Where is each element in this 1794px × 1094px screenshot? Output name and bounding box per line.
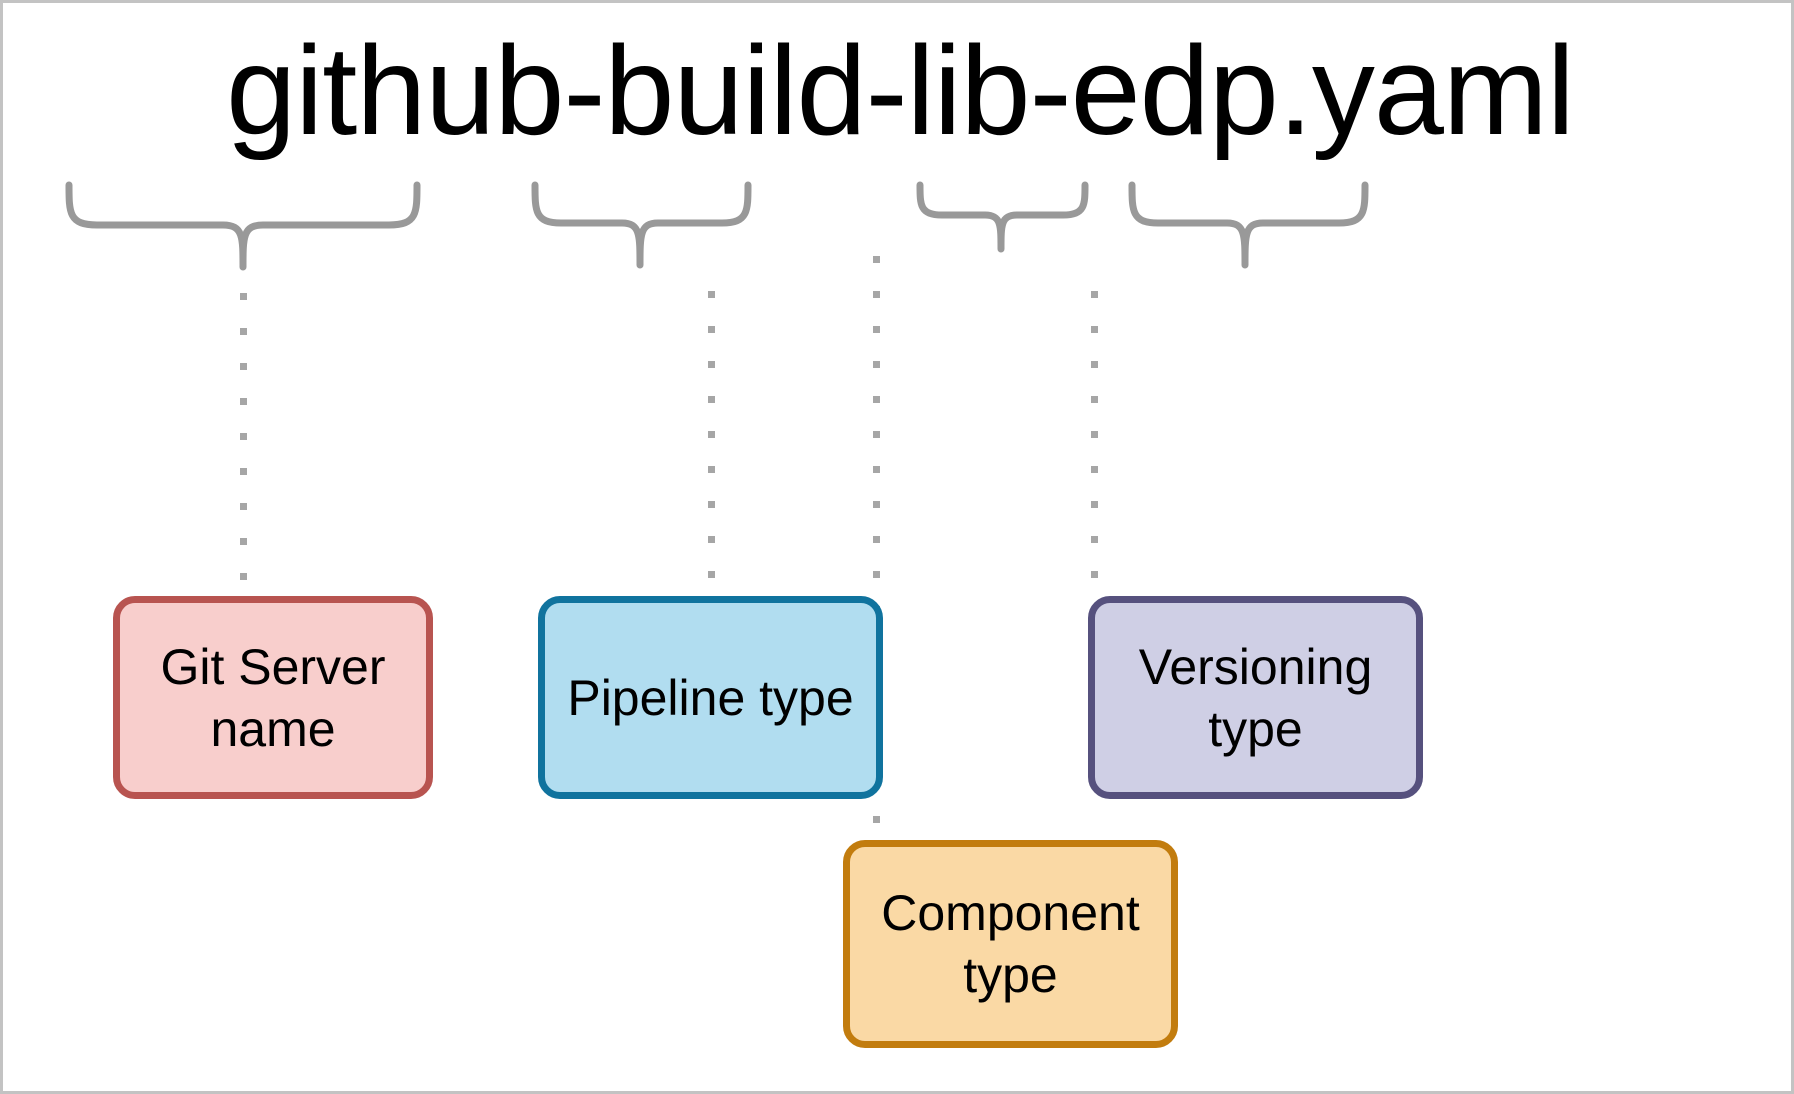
node-component-type[interactable]: Component type bbox=[843, 840, 1178, 1048]
page-title: github-build-lib-edp.yaml bbox=[226, 20, 1575, 161]
connector-git-server bbox=[240, 293, 247, 593]
brace-component bbox=[915, 181, 1095, 261]
brace-git-server bbox=[63, 181, 423, 271]
connector-pipeline bbox=[708, 291, 715, 593]
brace-versioning bbox=[1127, 181, 1375, 271]
node-git-server-name-label: Git Server name bbox=[160, 638, 386, 757]
node-pipeline-type[interactable]: Pipeline type bbox=[538, 596, 883, 799]
node-versioning-type-label: Versioning type bbox=[1138, 638, 1373, 757]
connector-versioning bbox=[1091, 291, 1098, 593]
node-git-server-name[interactable]: Git Server name bbox=[113, 596, 433, 799]
node-pipeline-type-label: Pipeline type bbox=[567, 669, 854, 726]
node-component-type-label: Component type bbox=[881, 885, 1140, 1003]
connector-component bbox=[873, 256, 880, 839]
brace-pipeline bbox=[530, 181, 758, 271]
node-versioning-type[interactable]: Versioning type bbox=[1088, 596, 1423, 799]
